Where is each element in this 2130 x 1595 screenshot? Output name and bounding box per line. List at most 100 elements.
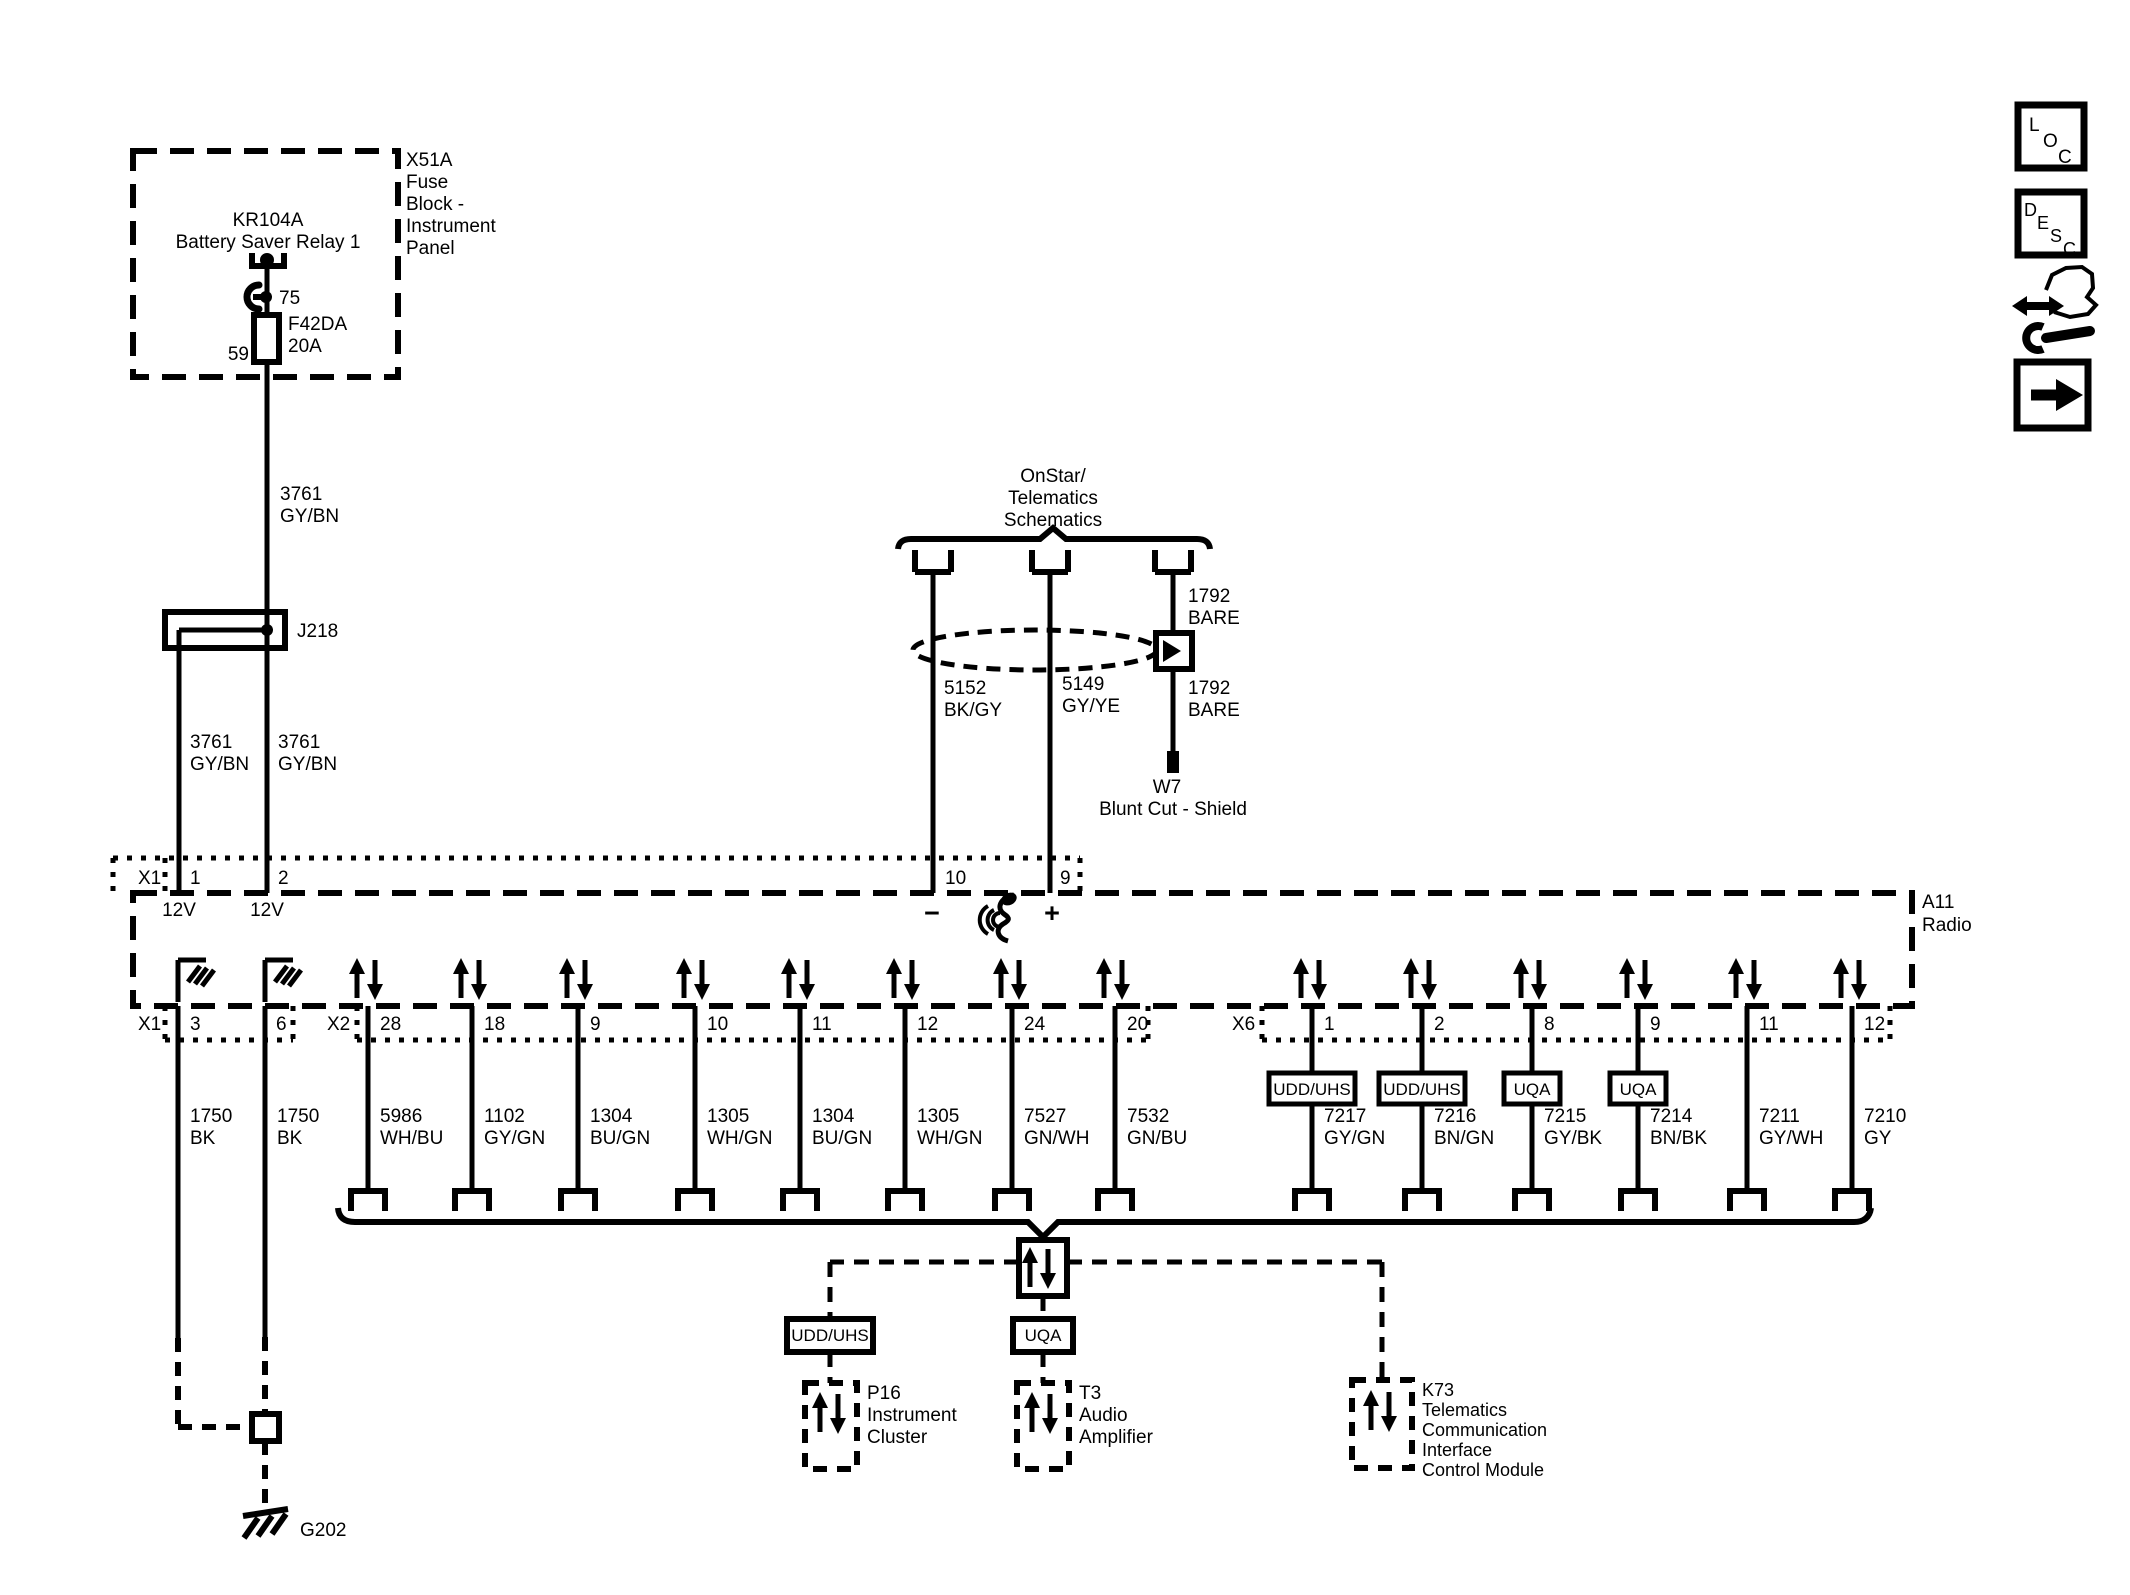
x6-pin-12: 12 7210 GY <box>1833 958 1906 1211</box>
wire-circuit-label: 7532 <box>1127 1106 1169 1127</box>
pin-number: 10 <box>945 868 966 889</box>
relay-name-label: Battery Saver Relay 1 <box>176 232 361 253</box>
x2-pin-11: 11 1304 BU/GN <box>781 958 872 1211</box>
component-name: Interface <box>1422 1440 1492 1460</box>
option-tag: UDD/UHS <box>1383 1080 1460 1099</box>
splice-j218: J218 <box>162 609 338 651</box>
wire-color-label: BARE <box>1188 608 1240 629</box>
connector-end-icon <box>1835 1191 1869 1211</box>
component-id: P16 <box>867 1383 901 1404</box>
fuse-block-label: Instrument <box>406 216 496 237</box>
inout-arrows-icon <box>812 1392 846 1434</box>
wire-color-label: WH/BU <box>380 1128 443 1149</box>
component-outline <box>1014 1380 1072 1472</box>
pin-number: 28 <box>380 1014 401 1035</box>
inout-arrows-icon <box>676 958 710 1000</box>
component-name: Cluster <box>867 1427 928 1448</box>
relay-id-label: KR104A <box>233 210 304 231</box>
ground-label: G202 <box>300 1520 346 1541</box>
x2-pin-20: 20 7532 GN/BU <box>1096 958 1187 1211</box>
connector-end-icon <box>1730 1191 1764 1211</box>
wire-circuit-label: 5986 <box>380 1106 422 1127</box>
x2-pin-18: 18 1102 GY/GN <box>453 958 545 1211</box>
connector-end-icon <box>1295 1191 1329 1211</box>
connector-half-icon <box>1032 550 1068 572</box>
desc-button[interactable]: D E S C <box>2014 188 2088 259</box>
wire-color-label: BK <box>190 1128 216 1149</box>
loc-button[interactable]: L O C <box>2014 101 2088 172</box>
component-outline <box>802 1380 860 1472</box>
component-name: Amplifier <box>1079 1427 1154 1448</box>
fuse-rating-label: 20A <box>288 336 322 357</box>
pin-number: 1 <box>190 868 201 889</box>
option-tag: UDD/UHS <box>791 1326 868 1345</box>
connector-end-icon <box>783 1191 817 1211</box>
wire-color-label: GY/BN <box>278 754 337 775</box>
inout-arrows-icon <box>993 958 1027 1000</box>
wrench-handle <box>2041 326 2095 343</box>
wire-circuit-label: 5152 <box>944 678 986 699</box>
pin-number: 2 <box>278 868 289 889</box>
wire-color-label: BU/GN <box>590 1128 650 1149</box>
fuse-block-outline <box>130 148 401 380</box>
wire-circuit-label: 3761 <box>190 732 232 753</box>
inout-arrows-icon <box>559 958 593 1000</box>
x6-pin-8: 8 UQA 7215 GY/BK <box>1501 958 1602 1211</box>
connector-name: X1 <box>138 868 161 889</box>
ground-splice-box <box>249 1411 282 1444</box>
connector-end-icon <box>1515 1191 1549 1211</box>
wire-circuit-label: 7216 <box>1434 1106 1476 1127</box>
radio-id-label: A11 <box>1922 892 1954 913</box>
onstar-brace <box>895 524 1213 550</box>
inout-arrows-icon <box>886 958 920 1000</box>
harness-bus-group: UDD/UHS UQA <box>335 1207 1874 1383</box>
component-k73: K73 Telematics Communication Interface C… <box>1349 1377 1547 1480</box>
connector-end-icon <box>351 1191 385 1211</box>
splice-outline <box>162 609 288 651</box>
wiring-tools-icon[interactable] <box>2012 264 2099 354</box>
pin-number: 9 <box>1650 1014 1661 1035</box>
pin-number: 12 <box>1864 1014 1885 1035</box>
inout-arrows-icon <box>1833 958 1867 1000</box>
wire-color-label: GY <box>1864 1128 1892 1149</box>
x2-pin-12: 12 1305 WH/GN <box>886 958 982 1211</box>
inout-arrows-icon <box>349 958 383 1000</box>
pin-number: 10 <box>707 1014 728 1035</box>
x2-pin-10: 10 1305 WH/GN <box>676 958 772 1211</box>
component-name: Telematics <box>1422 1400 1507 1420</box>
internal-ground-icon <box>265 960 301 1002</box>
next-page-button[interactable] <box>2013 358 2092 432</box>
fuse-block-label: Fuse <box>406 172 448 193</box>
wire-circuit-label: 1305 <box>917 1106 959 1127</box>
option-tag-box <box>1607 1070 1669 1107</box>
blunt-cut-desc: Blunt Cut - Shield <box>1099 799 1247 820</box>
connector-half-icon <box>1155 550 1191 572</box>
wire-circuit-label: 3761 <box>280 484 322 505</box>
wire-color-label: WH/GN <box>917 1128 982 1149</box>
pin-number: 24 <box>1024 1014 1046 1035</box>
double-arrow-icon <box>2012 296 2064 316</box>
x2-pin-24: 24 7527 GN/WH <box>993 958 1089 1211</box>
wire-color-label: GY/YE <box>1062 696 1120 717</box>
right-arrow-head <box>2056 379 2083 411</box>
option-tag: UQA <box>1514 1080 1552 1099</box>
pin-number: 11 <box>812 1014 832 1035</box>
pin-number: 8 <box>1544 1014 1555 1035</box>
connector-end-icon <box>678 1191 712 1211</box>
connector-end-icon <box>1098 1191 1132 1211</box>
connector-end-icon <box>888 1191 922 1211</box>
option-tag-box <box>1266 1070 1358 1107</box>
connector-x1-top: X1 1 2 10 9 12V 12V − + <box>110 855 1083 944</box>
wire-circuit-label: 7215 <box>1544 1106 1586 1127</box>
connector-name: X1 <box>138 1014 161 1035</box>
connector-end-icon <box>1405 1191 1439 1211</box>
wrench-icon <box>2022 322 2045 354</box>
radio-name-label: Radio <box>1922 915 1972 936</box>
x6-pin-1: 1 UDD/UHS 7217 GY/GN <box>1266 958 1385 1211</box>
x2-pin-9: 9 1304 BU/GN <box>559 958 650 1211</box>
component-name: Communication <box>1422 1420 1547 1440</box>
x6-pin-11: 11 7211 GY/WH <box>1728 958 1823 1211</box>
blunt-cut-id: W7 <box>1153 777 1182 798</box>
connector-end-icon <box>455 1191 489 1211</box>
pin-number: 20 <box>1127 1014 1148 1035</box>
